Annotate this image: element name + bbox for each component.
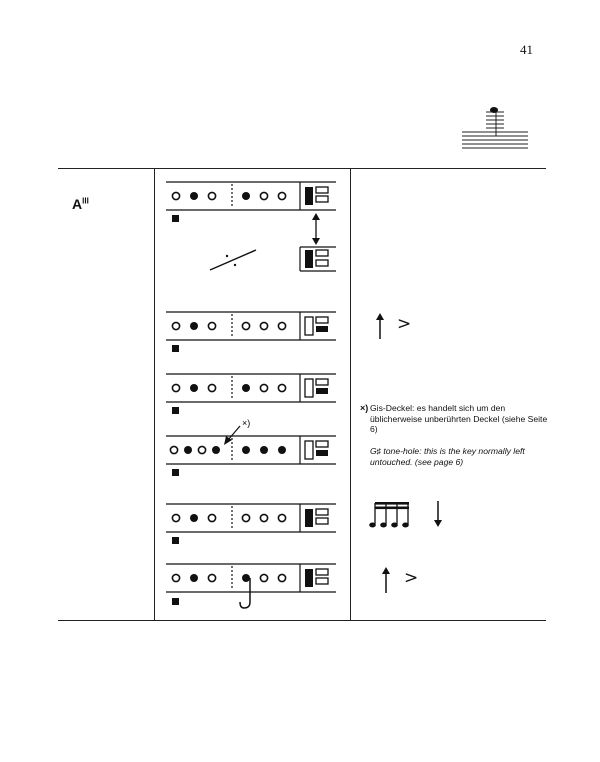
column-divider-right: [350, 168, 351, 620]
fingering-row-5: [166, 503, 336, 544]
section-superscript: III: [82, 196, 89, 206]
section-label: AIII: [72, 196, 89, 212]
half-hole-hook-icon: [239, 578, 251, 609]
arrow-down-icon: [434, 501, 442, 527]
footnote-marker: ×): [360, 403, 369, 413]
music-staff-icon: [462, 107, 528, 149]
footnote-english: G♯ tone-hole: this is the key normally l…: [370, 446, 525, 467]
arrow-up-icon-row2: [376, 313, 384, 339]
slash-symbol-icon: [209, 249, 257, 271]
double-arrow-icon: [312, 213, 320, 245]
fingering-row-1: [166, 181, 336, 222]
diagram-footnote-marker: ×): [242, 418, 250, 428]
accent-symbol-row6: >: [404, 568, 419, 588]
fingering-row-2: [166, 311, 336, 352]
table-bottom-rule: [58, 620, 546, 621]
fingering-row-4: ×): [166, 418, 336, 476]
fingering-row-6: [166, 563, 336, 609]
accent-symbol-row2: >: [397, 314, 412, 334]
page-number: 41: [520, 42, 533, 57]
footnote-german: Gis-Deckel: es handelt sich um den üblic…: [370, 403, 548, 434]
fingering-diagram: ×): [166, 181, 336, 609]
alternate-key-box: [299, 246, 336, 272]
fingering-row-3: [166, 373, 336, 414]
table-top-rule: [58, 168, 546, 169]
column-divider-left: [154, 168, 155, 620]
section-letter: A: [72, 196, 83, 212]
arrow-up-icon-row6: [382, 567, 390, 593]
sixteenth-notes-icon: [369, 502, 409, 528]
